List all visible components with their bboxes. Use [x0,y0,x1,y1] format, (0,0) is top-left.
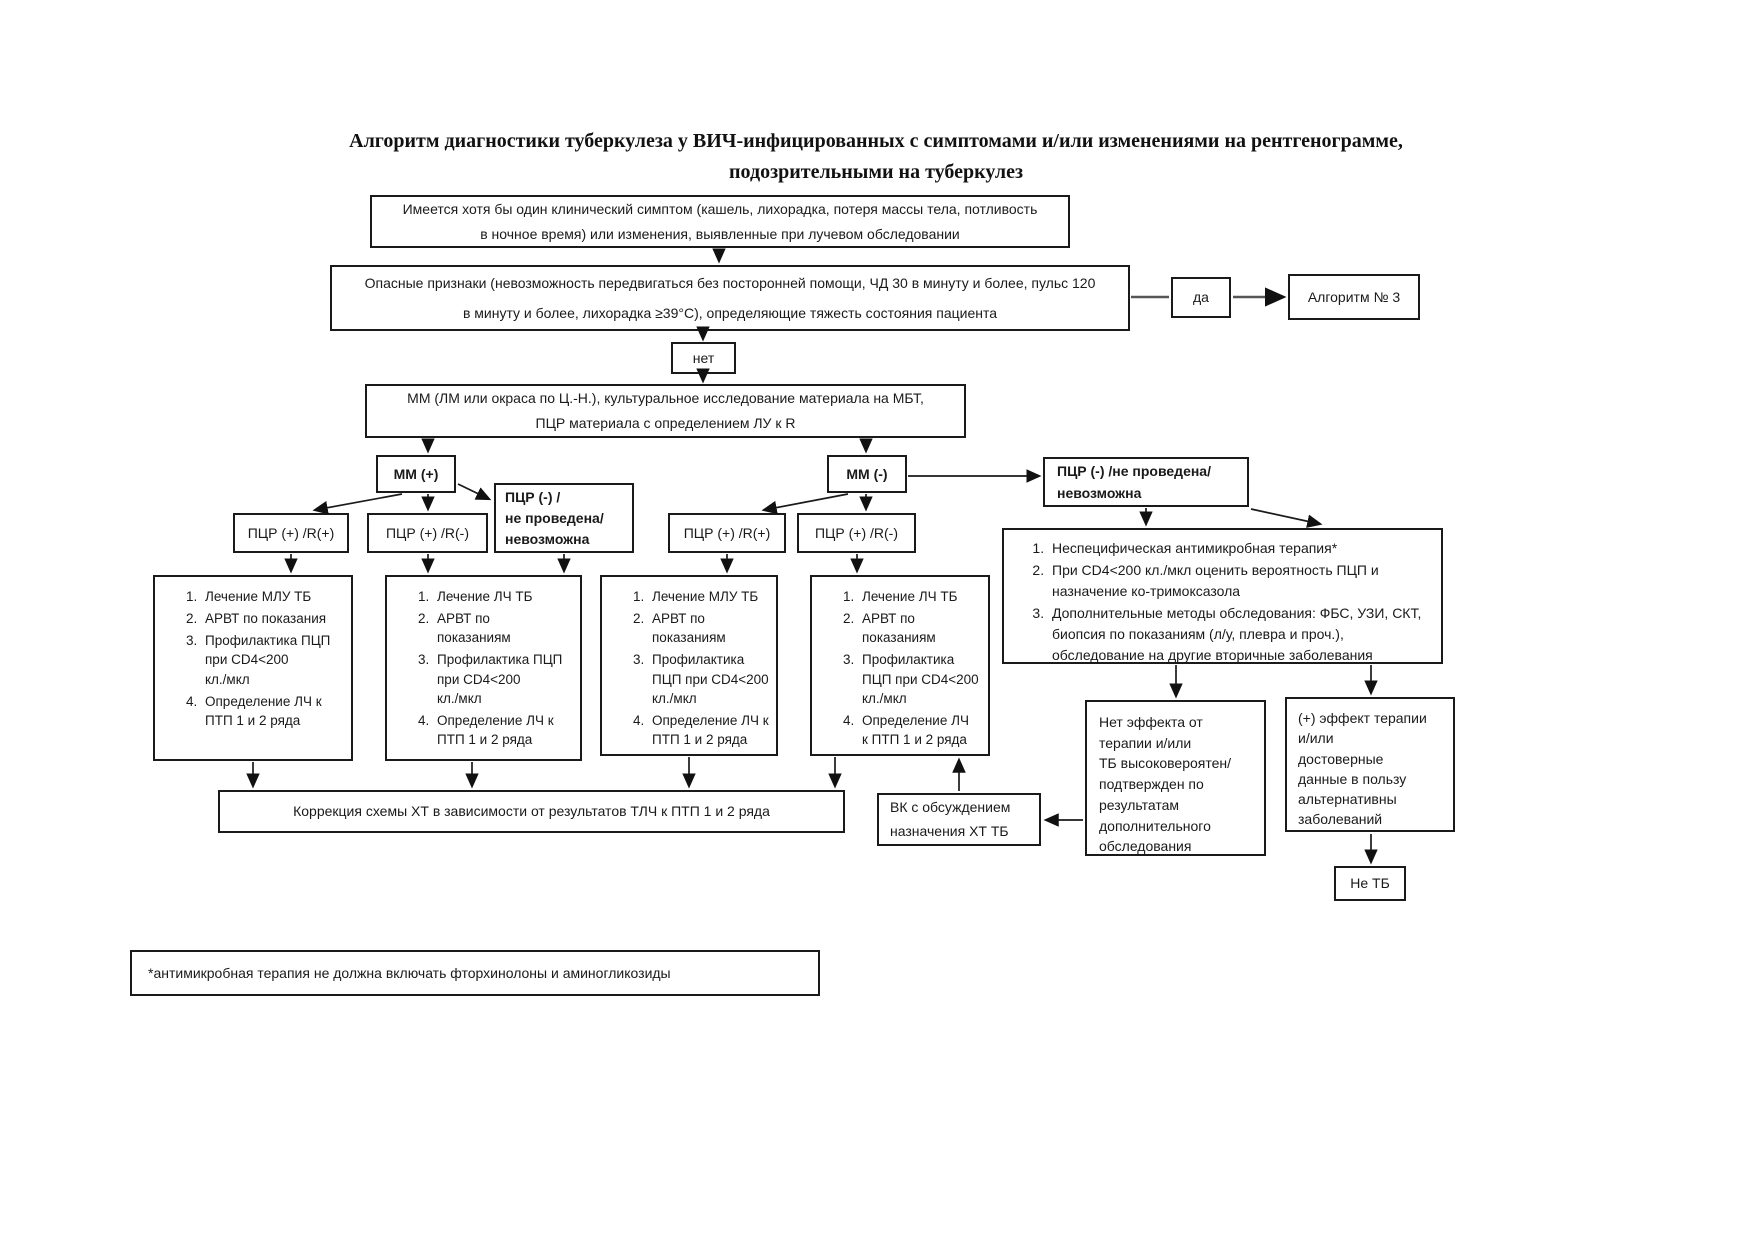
list-item: Профилактика ПЦП при CD4<200 кл./мкл [648,650,772,707]
vk-box: ВК с обсуждением назначения ХТ ТБ [877,793,1041,846]
list-item: АРВТ по показаниям [858,609,984,647]
list-item: Лечение ЛЧ ТБ [433,587,576,606]
list-item: АРВТ по показания [201,609,347,628]
list-item: Определение ЛЧ к ПТП 1 и 2 ряда [433,711,576,749]
list-item: Дополнительные методы обследования: ФБС,… [1048,603,1435,666]
list-item: Лечение МЛУ ТБ [648,587,772,606]
arrow-pcrnegright-to-antilist2 [1250,508,1323,528]
list-item: Определение ЛЧ к ПТП 1 и 2 ряда [201,692,347,730]
pcr-pos-rpos-left-box: ПЦР (+) /R(+) [233,513,349,553]
pcr-negative-right-box: ПЦР (-) /не проведена/ невозможна [1043,457,1249,507]
pcr-pos-rpos-right-box: ПЦР (+) /R(+) [668,513,786,553]
no-effect-box: Нет эффекта от терапии и/или ТБ высокове… [1085,700,1266,856]
pcr-pos-rneg-left-box: ПЦР (+) /R(-) [367,513,488,553]
danger-box: Опасные признаки (невозможность передвиг… [330,265,1130,331]
correction-box: Коррекция схемы ХТ в зависимости от резу… [218,790,845,833]
page-title: Алгоритм диагностики туберкулеза у ВИЧ-и… [349,130,1403,183]
no-box: нет [671,342,736,374]
positive-effect-box: (+) эффект терапии и/или достоверные дан… [1285,697,1455,832]
treatment-list-1: Лечение МЛУ ТБ АРВТ по показания Профила… [153,575,353,761]
list-item: Профилактика ПЦП при CD4<200 кл./мкл [201,631,347,688]
yes-box: да [1171,277,1231,318]
list-item: Лечение ЛЧ ТБ [858,587,984,606]
mm-test-box: ММ (ЛМ или окраса по Ц.-Н.), культуральн… [365,384,966,438]
list-item: Определение ЛЧ к ПТП 1 и 2 ряда [648,711,772,749]
list-item: Лечение МЛУ ТБ [201,587,347,606]
list-item: Определение ЛЧ к ПТП 1 и 2 ряда [858,711,984,749]
mm-negative-box: ММ (-) [827,455,907,493]
treatment-list-2: Лечение ЛЧ ТБ АРВТ по показаниям Профила… [385,575,582,761]
pcr-negative-left-box: ПЦР (-) / не проведена/ невозможна [494,483,634,553]
arrow-mmpos-to-pcrneg-left [457,483,492,501]
antimicrobial-list-box: Неспецифическая антимикробная терапия* П… [1002,528,1443,664]
footnote-box: *антимикробная терапия не должна включат… [130,950,820,996]
mm-positive-box: ММ (+) [376,455,456,493]
not-tb-box: Не ТБ [1334,866,1406,901]
list-item: АРВТ по показаниям [433,609,576,647]
arrow-mmneg-to-pcr3 [761,493,849,515]
arrow-mmpos-to-pcr1 [312,493,403,515]
treatment-list-3: Лечение МЛУ ТБ АРВТ по показаниям Профил… [600,575,778,756]
list-item: Неспецифическая антимикробная терапия* [1048,538,1435,559]
list-item: АРВТ по показаниям [648,609,772,647]
list-item: Профилактика ПЦП при CD4<200 кл./мкл [858,650,984,707]
list-item: При CD4<200 кл./мкл оценить вероятность … [1048,560,1435,602]
pcr-pos-rneg-right-box: ПЦР (+) /R(-) [797,513,916,553]
symptom-box: Имеется хотя бы один клинический симптом… [370,195,1070,248]
algorithm3-box: Алгоритм № 3 [1288,274,1420,320]
treatment-list-4: Лечение ЛЧ ТБ АРВТ по показаниям Профила… [810,575,990,756]
list-item: Профилактика ПЦП при CD4<200 кл./мкл [433,650,576,707]
